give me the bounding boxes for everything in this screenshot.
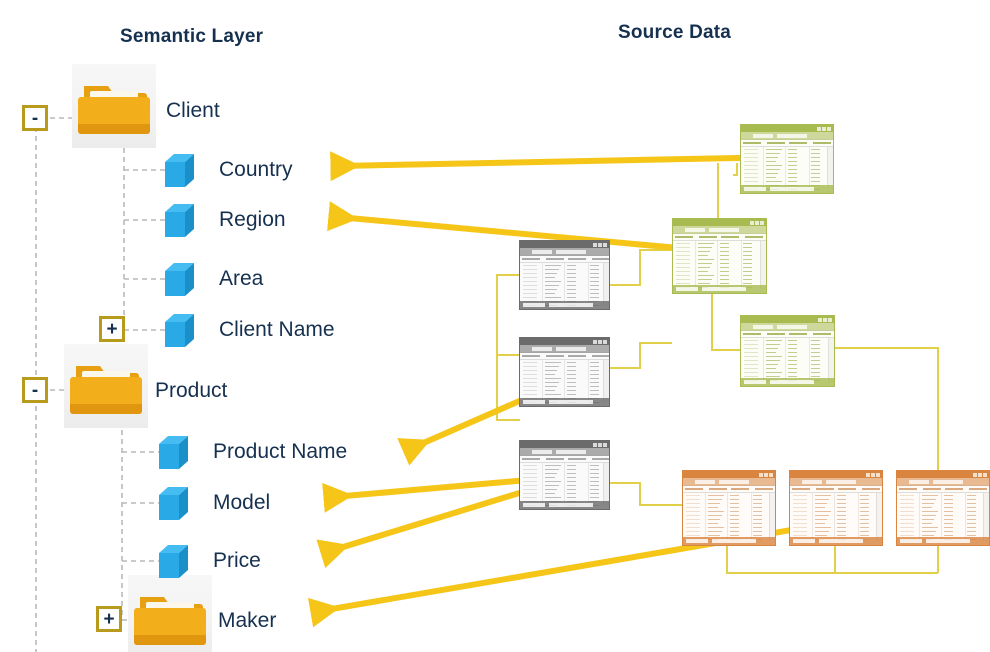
- table-toolbar: [673, 226, 766, 234]
- connector-gray1-green2: [609, 249, 672, 286]
- connector-green2-green3: [711, 292, 740, 351]
- table-toolbar: [741, 132, 833, 140]
- toggle-client-name-glyph: +: [106, 318, 118, 340]
- table-toolbar: [790, 478, 882, 486]
- toggle-product-glyph: -: [31, 379, 39, 401]
- table-scrollbar[interactable]: [983, 493, 989, 541]
- table-titlebar: [897, 471, 989, 478]
- table-scrollbar[interactable]: [876, 493, 882, 541]
- source-table-green-3[interactable]: [740, 315, 835, 387]
- folder-icon-client[interactable]: [72, 64, 156, 148]
- table-titlebar: [520, 241, 609, 248]
- table-column-header: [520, 256, 609, 263]
- node-label-product-name[interactable]: Product Name: [213, 440, 348, 463]
- cube-icon-model[interactable]: [155, 482, 197, 524]
- table-scrollbar[interactable]: [827, 147, 833, 189]
- table-column-header: [741, 140, 833, 147]
- source-table-gray-2[interactable]: [519, 337, 610, 407]
- table-toolbar: [520, 345, 609, 353]
- connector-orange1-bus: [726, 545, 938, 574]
- table-body: [790, 493, 882, 545]
- table-body: [673, 241, 766, 293]
- table-statusbar: [673, 285, 766, 293]
- source-table-gray-1[interactable]: [519, 240, 610, 310]
- connector-green1-stub: [733, 163, 738, 176]
- node-label-client-name[interactable]: Client Name: [219, 318, 335, 341]
- node-label-region[interactable]: Region: [219, 208, 286, 231]
- toggle-product[interactable]: -: [22, 377, 48, 403]
- table-scrollbar[interactable]: [603, 263, 609, 305]
- source-table-green-2[interactable]: [672, 218, 767, 294]
- cube-icon-price[interactable]: [155, 540, 197, 582]
- connector-gray2-green: [609, 342, 672, 369]
- source-table-orange-3[interactable]: [896, 470, 990, 546]
- arrow-country: [330, 151, 786, 182]
- table-toolbar: [520, 448, 609, 456]
- source-table-gray-3[interactable]: [519, 440, 610, 510]
- table-column-header: [520, 456, 609, 463]
- table-statusbar: [790, 537, 882, 545]
- table-scrollbar[interactable]: [603, 360, 609, 402]
- table-toolbar: [683, 478, 775, 486]
- table-titlebar: [741, 316, 834, 323]
- semantic-layer-title: Semantic Layer: [120, 26, 264, 47]
- node-label-area[interactable]: Area: [219, 267, 264, 290]
- table-column-header: [520, 353, 609, 360]
- connector-gray3-orange1: [609, 482, 683, 506]
- table-statusbar: [520, 501, 609, 509]
- cube-icon-region[interactable]: [161, 199, 203, 241]
- table-titlebar: [520, 338, 609, 345]
- toggle-client-glyph: -: [31, 107, 39, 129]
- folder-icon-maker[interactable]: [128, 575, 212, 652]
- table-toolbar: [897, 478, 989, 486]
- table-statusbar: [520, 398, 609, 406]
- table-scrollbar[interactable]: [760, 241, 766, 289]
- source-table-orange-2[interactable]: [789, 470, 883, 546]
- table-statusbar: [741, 185, 833, 193]
- toggle-client-name[interactable]: +: [99, 316, 125, 342]
- table-statusbar: [741, 378, 834, 386]
- cube-icon-area[interactable]: [161, 258, 203, 300]
- table-body: [897, 493, 989, 545]
- folder-icon-product[interactable]: [64, 344, 148, 428]
- table-column-header: [897, 486, 989, 493]
- node-label-country[interactable]: Country: [219, 158, 293, 181]
- table-statusbar: [520, 301, 609, 309]
- cube-icon-country[interactable]: [161, 149, 203, 191]
- table-statusbar: [897, 537, 989, 545]
- table-scrollbar[interactable]: [603, 463, 609, 505]
- cube-icon-product-name[interactable]: [155, 431, 197, 473]
- connector-gray-left-spine: [496, 274, 520, 421]
- source-table-orange-1[interactable]: [682, 470, 776, 546]
- toggle-client[interactable]: -: [22, 105, 48, 131]
- toggle-maker-glyph: +: [103, 608, 115, 630]
- node-label-client[interactable]: Client: [166, 99, 220, 122]
- node-label-model[interactable]: Model: [213, 491, 271, 514]
- table-statusbar: [683, 537, 775, 545]
- connector-green3-orange2: [834, 347, 939, 472]
- table-column-header: [790, 486, 882, 493]
- source-data-title: Source Data: [618, 22, 732, 43]
- table-titlebar: [741, 125, 833, 132]
- table-titlebar: [683, 471, 775, 478]
- table-titlebar: [673, 219, 766, 226]
- source-table-green-1[interactable]: [740, 124, 834, 194]
- cube-icon-client-name[interactable]: [161, 309, 203, 351]
- table-scrollbar[interactable]: [769, 493, 775, 541]
- table-column-header: [683, 486, 775, 493]
- table-column-header: [741, 331, 834, 338]
- toggle-maker[interactable]: +: [96, 606, 122, 632]
- table-titlebar: [790, 471, 882, 478]
- node-label-product[interactable]: Product: [155, 379, 228, 402]
- table-scrollbar[interactable]: [828, 338, 834, 382]
- node-label-price[interactable]: Price: [213, 549, 261, 572]
- node-label-maker[interactable]: Maker: [218, 609, 277, 632]
- table-toolbar: [520, 248, 609, 256]
- table-toolbar: [741, 323, 834, 331]
- table-titlebar: [520, 441, 609, 448]
- table-body: [683, 493, 775, 545]
- table-column-header: [673, 234, 766, 241]
